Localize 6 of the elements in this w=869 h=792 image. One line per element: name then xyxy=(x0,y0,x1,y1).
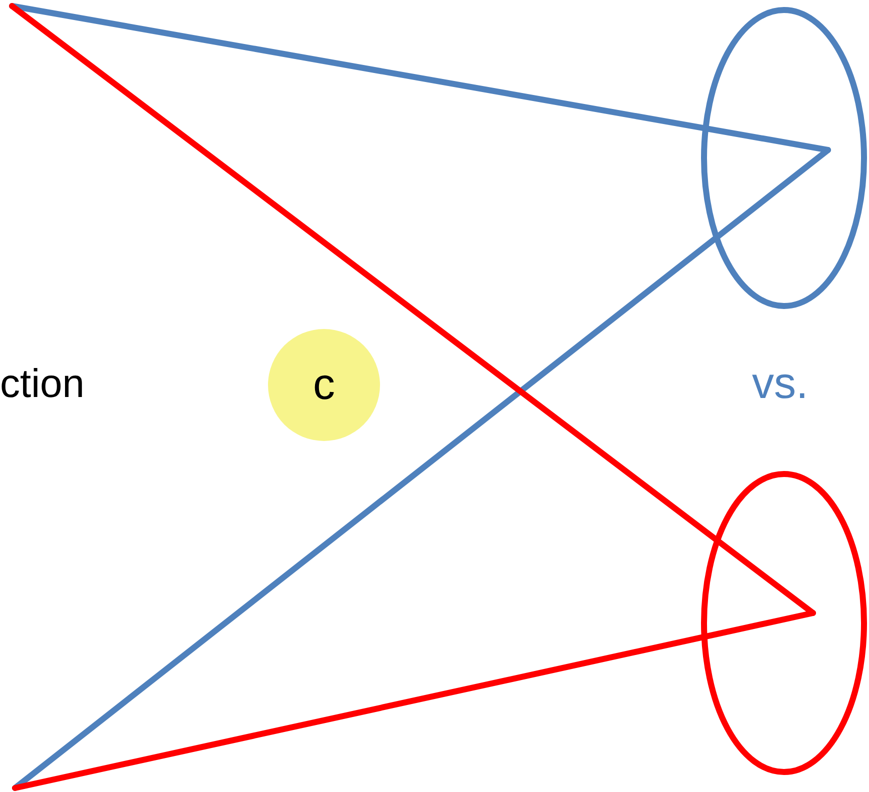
line xyxy=(12,610,816,791)
comparison-label: vs. xyxy=(752,360,808,408)
ellipse-outline xyxy=(700,6,868,310)
heading-fragment: ction xyxy=(0,362,84,406)
letter-circle: c xyxy=(268,329,380,441)
ellipse-outline xyxy=(700,470,868,776)
